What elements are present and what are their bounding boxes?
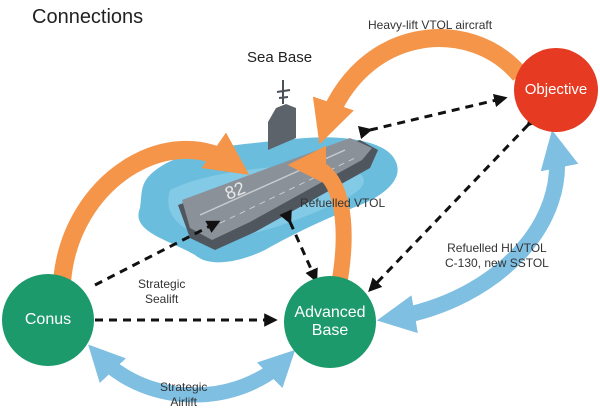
node-conus xyxy=(2,274,94,366)
advanced-base-label: Advanced Base xyxy=(284,304,376,340)
node-advanced-base xyxy=(284,276,376,368)
refuelled-hlvtol-line2: C-130, new SSTOL xyxy=(445,256,549,270)
carrier-mast xyxy=(276,80,291,104)
arrow-strategic-airlift xyxy=(88,344,296,403)
strategic-airlift-line1: Strategic xyxy=(160,380,208,394)
carrier-island xyxy=(268,104,296,150)
dashed-objective-to-advanced-base xyxy=(368,112,541,292)
strategic-airlift-label: Strategic Airlift xyxy=(160,380,207,410)
diagram-title: Connections xyxy=(32,6,144,28)
refuelled-vtol-label: Refuelled VTOL xyxy=(300,196,386,210)
strategic-sealift-line2: Sealift xyxy=(145,292,179,306)
arrow-conus-to-seabase xyxy=(53,132,250,283)
heavy-lift-label: Heavy-lift VTOL aircraft xyxy=(368,18,493,32)
advanced-base-line2: Base xyxy=(311,322,349,339)
conus-label: Conus xyxy=(24,311,72,328)
refuelled-hlvtol-line1: Refuelled HLVTOL xyxy=(447,241,547,255)
strategic-sealift-line1: Strategic xyxy=(138,277,186,291)
advanced-base-line1: Advanced xyxy=(294,304,366,321)
arrow-heavy-lift-vtol xyxy=(312,29,527,145)
node-objective xyxy=(514,48,598,132)
objective-label: Objective xyxy=(524,81,588,98)
dashed-seabase-to-objective xyxy=(357,93,508,140)
dashed-conus-to-seabase xyxy=(94,220,221,287)
strategic-airlift-line2: Airlift xyxy=(170,395,198,409)
sea-base-label: Sea Base xyxy=(247,49,313,66)
orange-arrows xyxy=(53,29,527,292)
dashed-seabase-to-advanced-base xyxy=(279,209,318,283)
dashed-arrows xyxy=(94,93,541,327)
arrow-hlvtol-two-way xyxy=(376,129,579,334)
refuelled-hlvtol-label: Refuelled HLVTOL C-130, new SSTOL xyxy=(445,241,549,271)
arrow-refuelled-vtol xyxy=(287,145,352,292)
strategic-sealift-label: Strategic Sealift xyxy=(138,277,185,307)
